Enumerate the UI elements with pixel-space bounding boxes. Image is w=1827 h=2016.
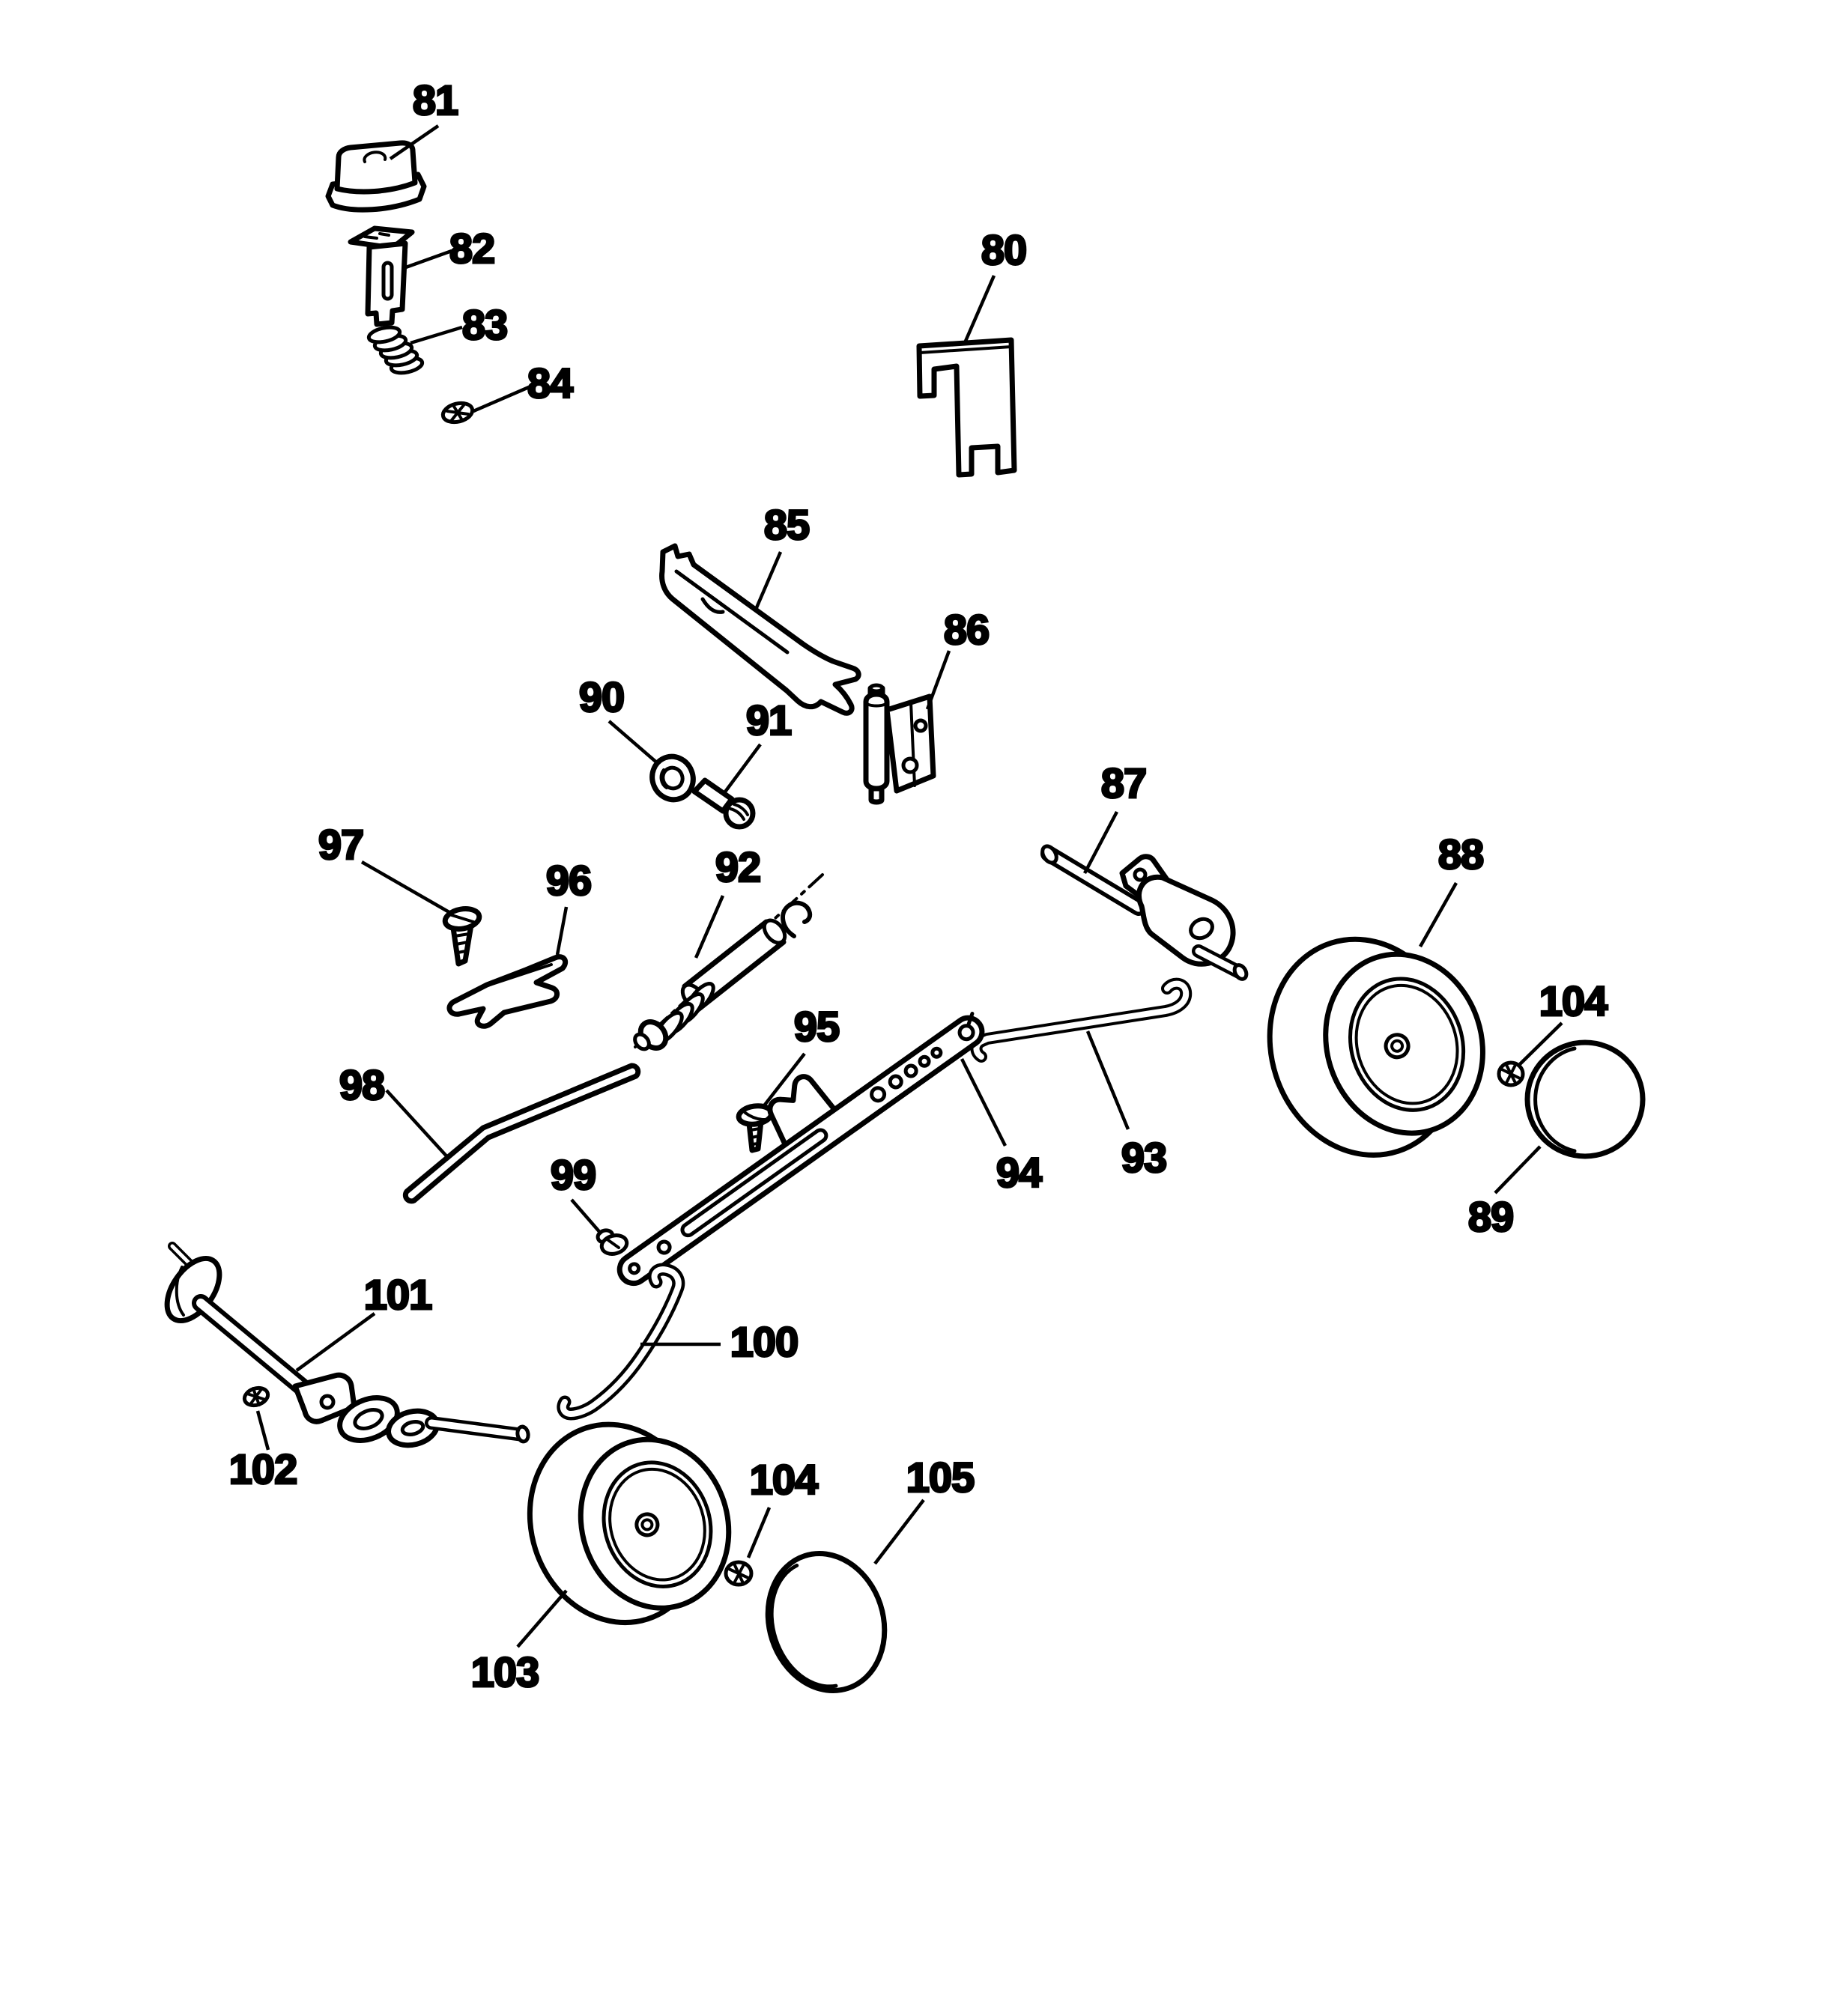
leader-line-103 (516, 1589, 568, 1648)
part-92-spring-link (633, 873, 824, 1051)
part-93-rod (970, 977, 1193, 1063)
wheel-rim (602, 1460, 713, 1588)
part-label-91: 91 (746, 696, 791, 744)
bracket-slot (381, 261, 394, 301)
leader-line-99 (570, 1198, 603, 1236)
bracket-hole (901, 756, 919, 774)
leader-line-80 (962, 275, 996, 345)
wheel-rim (1348, 977, 1466, 1112)
part-103-wheel (527, 1421, 732, 1626)
part-label-94: 94 (996, 1149, 1042, 1196)
part-86-hinge-bracket (863, 683, 936, 805)
leader-line-93 (1085, 1030, 1130, 1130)
part-label-99: 99 (551, 1151, 596, 1198)
part-80-bracket-plate (916, 337, 1017, 478)
wheel-hub (634, 1512, 660, 1537)
leader-line-89 (1494, 1145, 1542, 1194)
part-label-86: 86 (944, 606, 989, 653)
leader-line-84 (473, 385, 530, 413)
leader-line-96 (555, 906, 569, 956)
part-label-84: 84 (527, 359, 573, 407)
part-label-95: 95 (794, 1003, 839, 1050)
part-label-98: 98 (339, 1061, 384, 1108)
leader-line-98 (385, 1089, 451, 1161)
part-98-rod (402, 1063, 641, 1204)
part-94-adjuster-bar (616, 1012, 985, 1287)
part-label-80: 80 (981, 226, 1026, 273)
diagram-labels: 80 81 82 83 84 85 86 87 88 89 90 91 92 93 94 95 96 97 98 99… (228, 76, 1609, 1697)
part-label-93: 93 (1121, 1134, 1166, 1181)
part-96-clip (446, 954, 569, 1029)
part-label-92: 92 (715, 843, 760, 890)
part-85-lever (659, 543, 861, 716)
leader-line-105 (873, 1499, 925, 1565)
part-105-hubcap (765, 1550, 888, 1694)
part-label-90: 90 (579, 673, 624, 720)
part-label-97: 97 (318, 821, 363, 868)
part-label-104b: 104 (750, 1456, 818, 1503)
part-label-81: 81 (413, 76, 458, 124)
part-104-push-nut-bottom (724, 1560, 754, 1587)
part-83-spring (366, 325, 425, 375)
part-label-103: 103 (471, 1648, 539, 1695)
leader-line-88 (1419, 881, 1458, 948)
leader-line-81 (389, 124, 440, 160)
leader-line-91 (722, 743, 762, 795)
part-label-101: 101 (364, 1271, 431, 1318)
bracket-hole (913, 718, 928, 733)
leader-line-85 (753, 551, 783, 612)
part-label-100: 100 (730, 1318, 798, 1365)
part-label-104a: 104 (1539, 977, 1608, 1024)
part-91-bolt (691, 777, 756, 830)
leader-line-86 (925, 650, 951, 710)
part-label-83: 83 (462, 301, 507, 348)
leader-line-95 (761, 1052, 806, 1109)
part-97-screw (442, 906, 482, 967)
part-104-push-nut-right (1497, 1060, 1525, 1087)
part-82-bracket (348, 225, 415, 327)
part-label-96: 96 (546, 857, 591, 904)
leader-line-101 (295, 1312, 376, 1372)
part-102-push-nut (242, 1385, 270, 1408)
leader-line-87 (1083, 810, 1118, 875)
leader-line-83 (410, 325, 463, 345)
leader-line-94 (960, 1057, 1008, 1147)
part-label-102: 102 (229, 1445, 297, 1493)
leader-line-102 (255, 1410, 270, 1451)
leader-line-104a (1518, 1021, 1563, 1066)
diagram-leaders (255, 124, 1563, 1648)
part-label-85: 85 (764, 501, 809, 548)
part-label-105: 105 (906, 1454, 974, 1501)
part-88-wheel (1267, 936, 1485, 1158)
part-label-82: 82 (449, 225, 494, 272)
part-label-88: 88 (1438, 831, 1483, 878)
part-101-axle-assembly (164, 1242, 530, 1448)
leader-line-92 (694, 895, 725, 959)
bar-slot (680, 1128, 828, 1238)
leader-line-90 (608, 720, 661, 766)
leader-line-82 (403, 249, 452, 270)
part-89-hubcap (1524, 1039, 1646, 1159)
part-87-axle-arm (1040, 844, 1249, 981)
part-label-87: 87 (1101, 759, 1146, 807)
leader-line-97 (360, 860, 453, 915)
leader-line-104b (746, 1507, 772, 1558)
part-84-push-nut (440, 401, 475, 425)
wheel-hub (1384, 1033, 1411, 1060)
part-100-rod (557, 1263, 685, 1421)
part-label-89: 89 (1468, 1193, 1513, 1240)
part-90-washer (649, 753, 696, 803)
part-81-cap (325, 140, 427, 213)
bar-tab (767, 1074, 838, 1148)
